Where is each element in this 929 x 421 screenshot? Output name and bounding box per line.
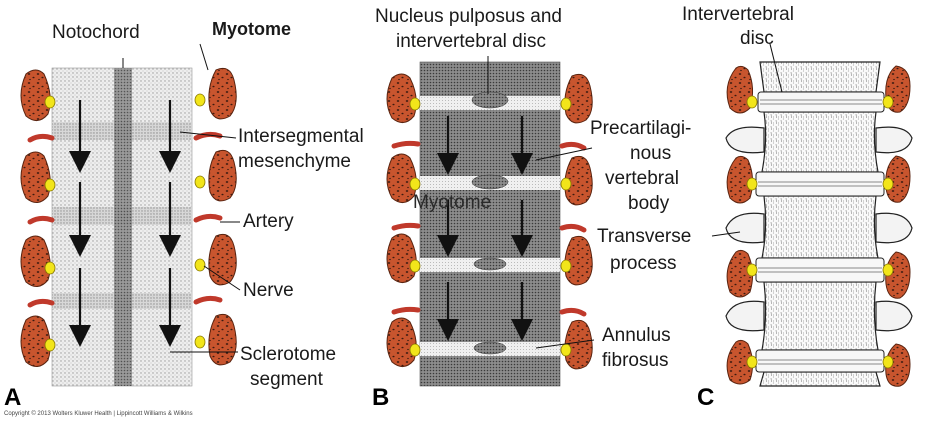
- panel-letter-c: C: [697, 384, 715, 411]
- migration-arrows-a: [69, 100, 181, 347]
- label-sclerotome-line2: segment: [250, 369, 323, 390]
- copyright-notice: Copyright © 2013 Wolters Kluwer Health |…: [4, 411, 193, 417]
- label-myotome-b: Myotome: [413, 192, 492, 213]
- label-nucleus-line1: Nucleus pulposus and: [375, 6, 562, 27]
- label-intersegmental-line1: Intersegmental: [238, 126, 364, 147]
- label-transverse-line1: Transverse: [597, 226, 692, 247]
- panel-letter-b: B: [372, 384, 390, 411]
- panel-b-diagram: [386, 56, 595, 387]
- vertebral-body: [761, 111, 879, 173]
- panel-a-diagram: [20, 43, 241, 387]
- label-annulus-line1: Annulus: [602, 325, 671, 346]
- spinal-nerves-a: [44, 93, 206, 352]
- label-precart-line4: body: [628, 193, 670, 214]
- vertebral-body: [759, 371, 881, 387]
- label-annulus-line2: fibrosus: [602, 350, 669, 371]
- label-intersegmental-line2: mesenchyme: [238, 151, 351, 172]
- label-myotome-a: Myotome: [212, 19, 292, 39]
- intervertebral-discs-c: [755, 91, 885, 373]
- transverse-processes-c: [725, 126, 913, 332]
- myotomes-right-c: [885, 65, 911, 387]
- label-transverse-line2: process: [610, 253, 677, 274]
- spinal-nerves-b: [409, 97, 572, 357]
- label-nucleus-line2: intervertebral disc: [396, 31, 546, 52]
- notochord: [114, 68, 132, 386]
- label-precart-line3: vertebral: [605, 168, 679, 189]
- vertebral-body: [761, 195, 879, 259]
- intersegmental-arteries-b: [391, 140, 587, 317]
- label-precart-line1: Precartilagi-: [590, 118, 692, 139]
- myotomes-left-c: [726, 65, 754, 385]
- label-precart-line2: nous: [630, 143, 672, 164]
- panel-c-diagram: [711, 43, 913, 387]
- panel-letter-a: A: [4, 384, 22, 411]
- myotomes-left-a: [20, 69, 51, 367]
- label-notochord: Notochord: [52, 22, 140, 43]
- sclerotome-column-b: [419, 61, 561, 387]
- vertebral-body: [761, 281, 879, 351]
- label-disc-line1: Intervertebral: [682, 4, 794, 25]
- label-sclerotome-line1: Sclerotome: [240, 344, 337, 365]
- label-artery: Artery: [243, 211, 294, 232]
- migration-arrows-b: [437, 116, 533, 341]
- label-nerve: Nerve: [243, 280, 294, 301]
- spinal-nerves-c: [746, 95, 894, 369]
- label-disc-line2: disc: [740, 28, 774, 49]
- myotomes-left-b: [386, 73, 417, 367]
- myotomes-right-b: [564, 73, 593, 370]
